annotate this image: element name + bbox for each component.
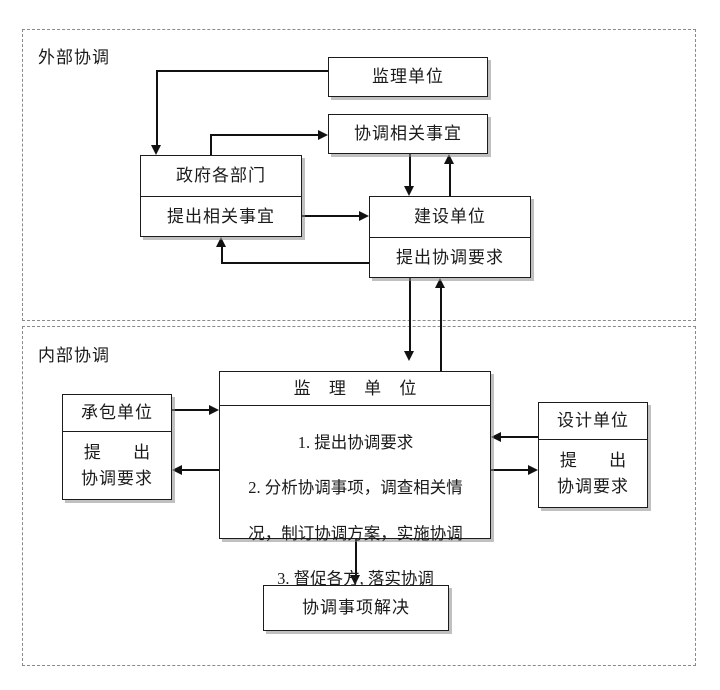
node-government-departments-sub: 提出相关事宜 xyxy=(141,195,301,237)
arrow-supervision-to-government xyxy=(150,145,161,155)
edge-government-to-construction xyxy=(302,215,359,217)
node-supervision-unit-main[interactable]: 监 理 单 位 1. 提出协调要求 2. 分析协调事项，调查相关情 况，制订协调… xyxy=(219,371,491,588)
edge-construction-to-matters xyxy=(449,164,451,196)
node-government-departments-title: 政府各部门 xyxy=(176,166,266,186)
edge-supervision-to-design xyxy=(491,469,528,471)
node-contractor-unit-title: 承包单位 xyxy=(81,403,153,423)
arrow-design-to-supervision xyxy=(491,431,501,442)
node-coordination-resolved-title: 协调事项解决 xyxy=(302,598,410,618)
node-construction-unit-sub: 提出协调要求 xyxy=(370,236,530,278)
node-supervision-unit-top-title: 监理单位 xyxy=(372,67,444,87)
node-supervision-unit-main-body: 1. 提出协调要求 2. 分析协调事项，调查相关情 况，制订协调方案，实施协调 … xyxy=(220,405,490,617)
edge-supervision-to-government-vertical xyxy=(156,70,158,147)
node-coordination-resolved[interactable]: 协调事项解决 xyxy=(263,585,449,631)
supervision-item-2-cont: 况，制订协调方案，实施协调 xyxy=(248,523,463,543)
edge-design-to-supervision xyxy=(501,436,538,438)
region-external-coordination xyxy=(22,29,696,321)
node-contractor-unit-sub: 提 出 协调要求 xyxy=(63,431,171,499)
design-sub-line-1: 提 出 xyxy=(559,450,641,470)
arrow-construction-to-government xyxy=(215,237,226,247)
edge-matters-to-construction xyxy=(409,154,411,186)
supervision-item-3: 3. 督促各方, 落实协调 xyxy=(277,569,434,589)
edge-contractor-to-supervision xyxy=(172,409,209,411)
arrow-supervision-to-contractor xyxy=(172,464,182,475)
node-contractor-unit[interactable]: 承包单位 提 出 协调要求 xyxy=(62,394,172,500)
region-external-label: 外部协调 xyxy=(38,48,110,67)
edge-government-to-matters-vertical xyxy=(210,134,212,156)
arrow-contractor-to-supervision xyxy=(209,404,219,415)
edge-supervision-to-resolved xyxy=(355,539,357,575)
node-government-departments[interactable]: 政府各部门 提出相关事宜 xyxy=(140,155,302,237)
node-coordination-matters[interactable]: 协调相关事宜 xyxy=(328,114,488,154)
arrow-supervision-to-resolved xyxy=(349,575,360,585)
node-coordination-matters-title: 协调相关事宜 xyxy=(354,124,462,144)
node-design-unit[interactable]: 设计单位 提 出 协调要求 xyxy=(538,402,648,508)
region-internal-label: 内部协调 xyxy=(38,346,110,365)
design-sub-line-2: 协调要求 xyxy=(557,477,629,496)
edge-construction-to-government-vertical-left xyxy=(221,247,223,262)
region-internal-coordination xyxy=(22,326,696,666)
arrow-government-to-matters xyxy=(318,129,328,140)
edge-supervision-to-contractor xyxy=(182,469,219,471)
arrow-supervision-to-design xyxy=(528,464,538,475)
contractor-sub-line-2: 协调要求 xyxy=(81,469,153,488)
supervision-item-2: 2. 分析协调事项，调查相关情 xyxy=(248,478,463,498)
arrow-government-to-construction xyxy=(359,210,369,221)
node-construction-unit-title: 建设单位 xyxy=(414,207,486,227)
edge-government-to-matters-horizontal xyxy=(210,134,318,136)
node-construction-unit[interactable]: 建设单位 提出协调要求 xyxy=(369,196,531,278)
edge-supervision-main-to-construction xyxy=(440,288,442,371)
contractor-sub-line-1: 提 出 xyxy=(83,442,165,462)
arrow-supervision-main-to-construction xyxy=(434,278,445,288)
arrow-matters-to-construction xyxy=(403,186,414,196)
node-design-unit-title: 设计单位 xyxy=(557,411,629,431)
edge-supervision-to-government-horizontal xyxy=(156,70,328,72)
node-supervision-unit-main-title: 监 理 单 位 xyxy=(293,378,424,398)
node-design-unit-sub: 提 出 协调要求 xyxy=(539,439,647,507)
node-supervision-unit-top[interactable]: 监理单位 xyxy=(328,57,488,97)
edge-construction-to-supervision-main xyxy=(409,278,411,351)
supervision-item-1: 1. 提出协调要求 xyxy=(297,432,414,452)
edge-construction-to-government-horizontal xyxy=(221,262,369,264)
arrow-construction-to-matters xyxy=(443,154,454,164)
arrow-construction-to-supervision-main xyxy=(403,351,414,361)
